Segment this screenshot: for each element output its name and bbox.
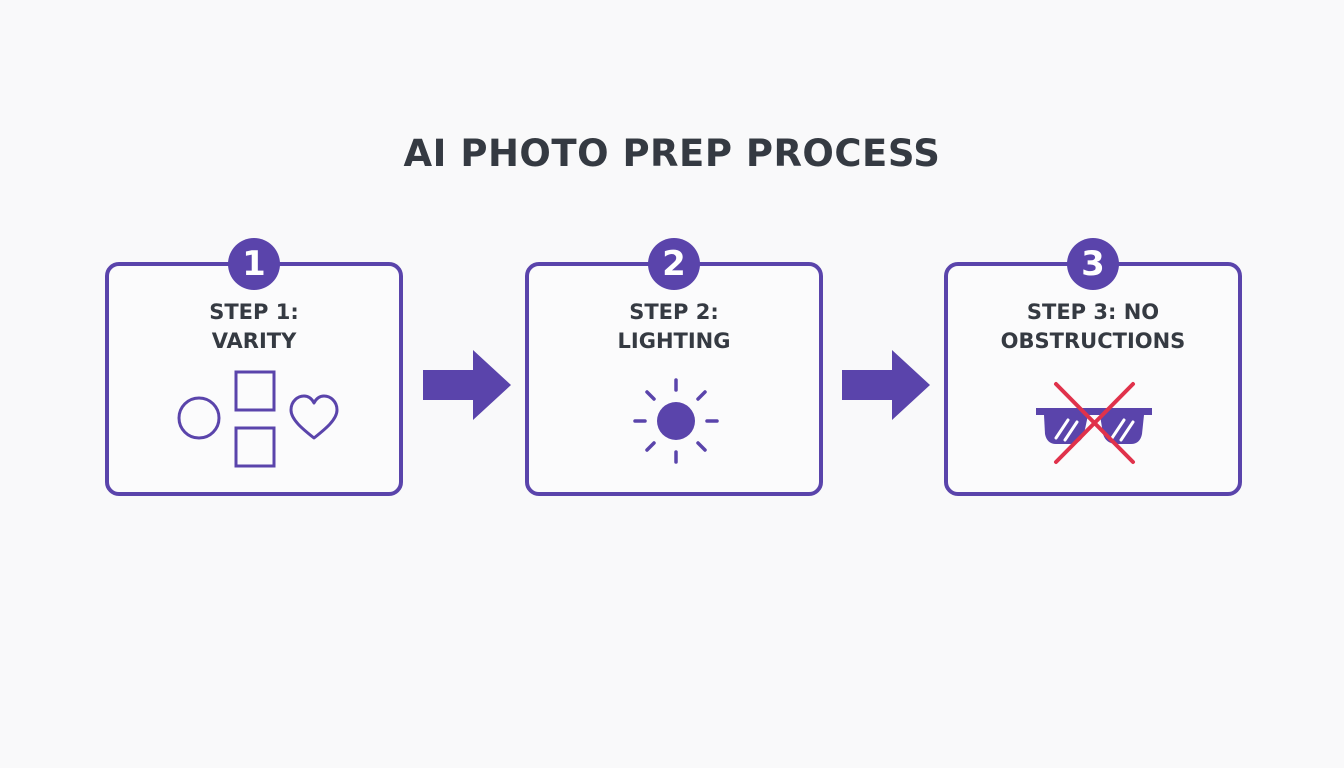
step-label-2: STEP 2: LIGHTING [529, 298, 819, 356]
step-number-badge-2: 2 [648, 238, 700, 290]
step-label-line1: STEP 3: NO [1026, 300, 1160, 324]
step-number-badge-3: 3 [1067, 238, 1119, 290]
square-shape-icon-top [234, 370, 276, 412]
arrow-right-icon [423, 350, 511, 420]
step-card-3: 3 STEP 3: NO OBSTRUCTIONS [944, 238, 1242, 496]
cross-icon [1054, 382, 1135, 464]
shapes-variety-icon [177, 370, 339, 468]
sunglasses-icon [1036, 408, 1152, 444]
circle-shape-icon [177, 396, 221, 440]
sun-icon [633, 378, 719, 464]
step-number-badge-1: 1 [228, 238, 280, 290]
step-label-line1: STEP 1: [209, 300, 299, 324]
square-shape-icon-bottom [234, 426, 276, 468]
arrow-right-icon [842, 350, 930, 420]
step-label-line2: VARITY [211, 329, 297, 353]
step-card-2: 2 STEP 2: LIGHTING [525, 238, 823, 496]
step-label-line1: STEP 2: [629, 300, 719, 324]
step-card-1: 1 STEP 1: VARITY [105, 238, 403, 496]
step-label-line2: LIGHTING [617, 329, 731, 353]
page-title: AI PHOTO PREP PROCESS [403, 132, 941, 175]
crossed-sunglasses-icon [1036, 382, 1152, 464]
heart-shape-icon [289, 394, 339, 440]
step-label-1: STEP 1: VARITY [109, 298, 399, 356]
step-label-3: STEP 3: NO OBSTRUCTIONS [948, 298, 1238, 356]
step-label-line2: OBSTRUCTIONS [1000, 329, 1186, 353]
